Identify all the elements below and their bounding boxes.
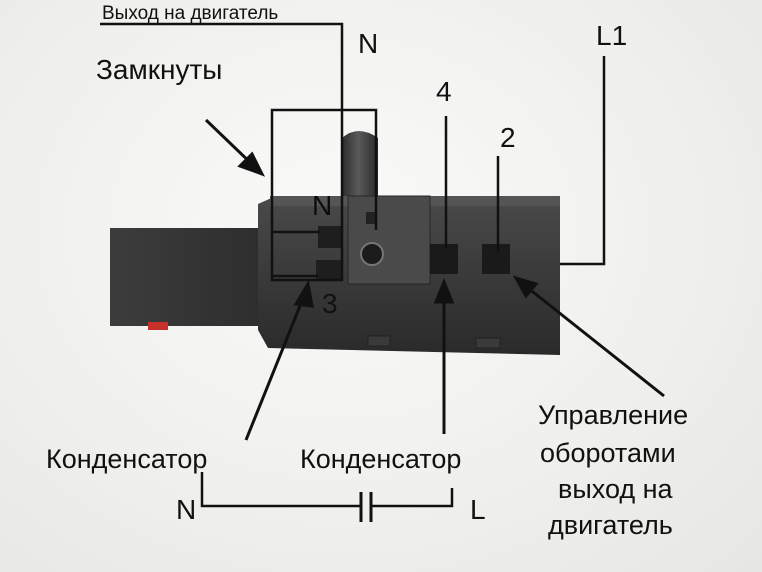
wire-motor-output (100, 22, 378, 282)
label-l1: L1 (596, 20, 628, 51)
arrows (204, 118, 665, 441)
label-capacitor-right: Конденсатор (300, 444, 462, 474)
switch-trigger-block (110, 228, 260, 330)
label-control-line-2: оборотами (540, 438, 676, 468)
label-n-bottom: N (176, 494, 197, 525)
label-motor-output-top: Выход на двигатель (102, 3, 279, 24)
wire-l1 (560, 56, 606, 266)
wire-capacitor-l (372, 488, 454, 508)
wires (100, 22, 606, 508)
label-control-line-4: двигатель (548, 510, 673, 540)
arrow-capacitor-left (244, 295, 306, 441)
wire-capacitor-n (200, 472, 360, 508)
label-pin-2: 2 (500, 122, 516, 153)
label-n-terminal: N (312, 190, 333, 221)
label-control-line-1: Управление (538, 400, 689, 430)
switch-main-body (258, 131, 560, 355)
label-pin-4: 4 (436, 76, 452, 107)
label-n-top: N (358, 28, 379, 59)
capacitor-symbol (359, 492, 373, 522)
label-pin-3: 3 (322, 288, 338, 319)
label-capacitor-left: Конденсатор (46, 444, 208, 474)
label-closed: Замкнуты (96, 54, 223, 85)
label-control-line-3: выход на (558, 474, 673, 504)
label-l-bottom: L (470, 494, 486, 525)
arrow-control (527, 286, 665, 398)
